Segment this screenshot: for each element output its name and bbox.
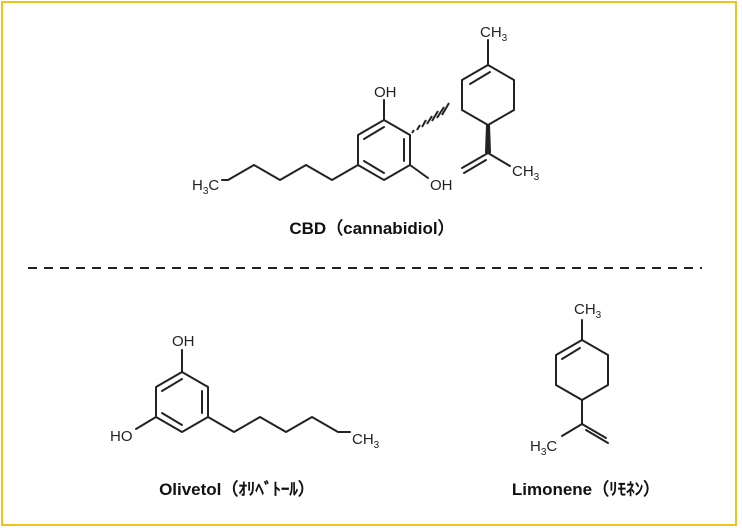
cbd-oh-bottom-label: OH [430,177,453,194]
cbd-double-bond [363,126,385,140]
cbd-isopropenyl-methyl-label: CH3 [512,163,540,183]
olivetol-double-bond [161,378,183,392]
olivetol-structure: OH HO CH3 Olivetol（ｵﾘﾍﾞﾄｰﾙ） [110,333,380,499]
limonene-isopropenyl-methyl-bond [561,423,583,437]
cbd-isopropenyl-methyl-bond [487,152,511,167]
olivetol-aromatic-ring [155,371,209,433]
cbd-oh-top-label: OH [374,84,397,101]
cbd-ring-double-bond [469,71,491,85]
cbd-pentyl-chain [221,164,359,181]
limonene-methyl-label: CH3 [574,301,602,321]
limonene-structure: CH3 H3C Limonene（ﾘﾓﾈﾝ） [512,301,660,499]
cbd-hashed-wedge [411,102,450,134]
cbd-caption: CBD（cannabidiol） [289,218,454,238]
olivetol-ho-label: HO [110,428,133,445]
cbd-aromatic-ring [357,119,411,181]
cbd-isopropenyl-double-bond [463,159,487,174]
limonene-caption: Limonene（ﾘﾓﾈﾝ） [512,479,660,499]
cbd-double-bond [363,160,385,174]
limonene-isopropenyl-bond [581,423,607,439]
limonene-isopropenyl-double-bond [585,429,609,444]
cbd-pentyl-methyl-label: H3C [192,177,219,197]
limonene-ring-double-bond [561,347,581,360]
cbd-methyl-top-label: CH3 [480,24,508,44]
cbd-solid-wedge [485,125,491,153]
olivetol-double-bond [161,412,183,426]
limonene-ring [555,339,609,401]
olivetol-oh-label: OH [172,333,195,350]
olivetol-ho-bond [135,416,157,430]
cbd-isopropenyl-bond [461,152,489,169]
cbd-structure: OH OH CH3 CH3 H3C CBD（cannabidiol） [192,24,540,238]
cbd-oh-bond [409,164,429,179]
olivetol-pentyl-chain [207,416,351,433]
olivetol-methyl-label: CH3 [352,431,380,451]
olivetol-caption: Olivetol（ｵﾘﾍﾞﾄｰﾙ） [159,479,315,499]
limonene-h3c-label: H3C [530,438,557,458]
